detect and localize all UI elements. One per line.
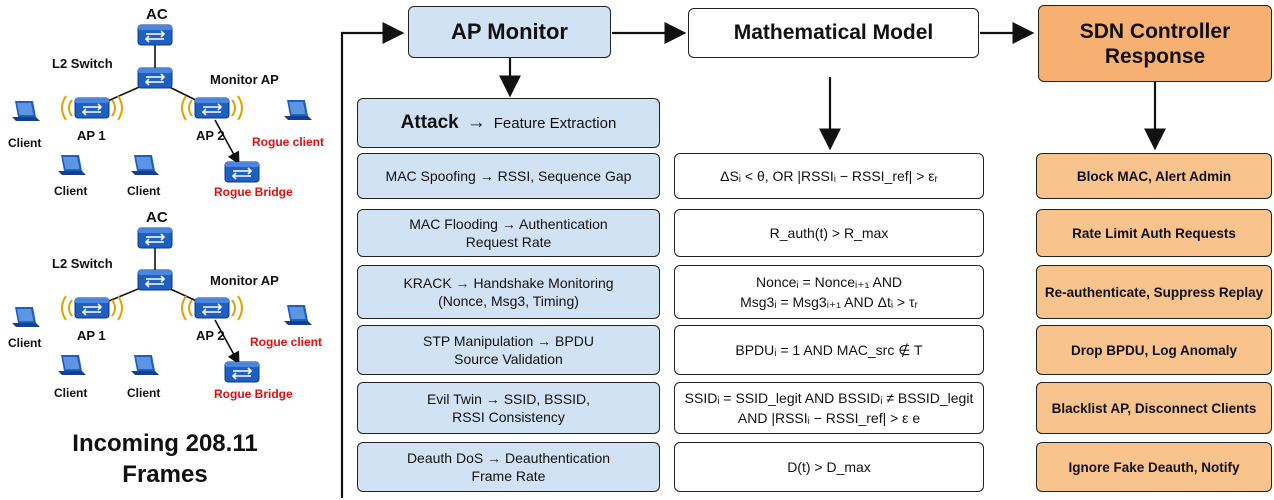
response-text: Blacklist AP, Disconnect Clients	[1051, 400, 1257, 416]
incoming-line2: Frames	[122, 461, 208, 488]
monitor-ap-label: Monitor AP	[210, 273, 279, 288]
ap2-label: AP 2	[196, 128, 225, 143]
model-formula: ΔSᵢ < θ, OR |RSSIᵢ − RSSI_ref| > εᵣ	[720, 168, 938, 184]
feature-text: Request Rate	[465, 234, 552, 250]
model-cell: ΔSᵢ < θ, OR |RSSIᵢ − RSSI_ref| > εᵣ	[674, 153, 984, 199]
feature-text: (Nonce, Msg3, Timing)	[438, 293, 579, 309]
model-cell: Nonceᵢ = Nonceᵢ₊₁ AND Msg3ᵢ = Msg3ᵢ₊₁ AND…	[674, 265, 984, 319]
ac-label: AC	[146, 6, 168, 23]
feedback-arrow	[340, 22, 405, 498]
ap1-label: AP 1	[77, 128, 106, 143]
response-cell: Block MAC, Alert Admin	[1036, 153, 1272, 199]
model-cell: BPDUᵢ = 1 AND MAC_src ∉ T	[674, 325, 984, 375]
math-model-title: Mathematical Model	[733, 21, 934, 44]
feature-cell: MAC Spoofing → RSSI, Sequence Gap	[357, 153, 660, 199]
feature-text: Source Validation	[454, 351, 563, 367]
feature-cell: KRACK → Handshake Monitoring (Nonce, Msg3…	[357, 265, 660, 319]
client-label: Client	[127, 386, 161, 400]
feature-text: KRACK → Handshake Monitoring	[403, 275, 614, 291]
response-cell: Ignore Fake Deauth, Notify	[1036, 442, 1272, 492]
feature-text: STP Manipulation → BPDU	[423, 333, 594, 349]
feature-text: MAC Spoofing → RSSI, Sequence Gap	[385, 168, 632, 184]
monitor-ap-label: Monitor AP	[210, 72, 279, 87]
feature-text: Deauth DoS → Deauthentication	[406, 450, 611, 466]
response-cell: Re-authenticate, Suppress Replay	[1036, 265, 1272, 319]
client-label: Client	[8, 336, 42, 350]
feature-cell: STP Manipulation → BPDU Source Validation	[357, 325, 660, 375]
model-formula: BPDUᵢ = 1 AND MAC_src ∉ T	[735, 342, 923, 358]
client-label: Client	[54, 386, 88, 400]
attack-word: Attack	[400, 112, 459, 133]
model-cell: D(t) > D_max	[674, 442, 984, 492]
attack-feature-header: Attack → Feature Extraction	[357, 98, 660, 148]
feature-text: MAC Flooding → Authentication	[409, 216, 608, 232]
ap2-label: AP 2	[196, 328, 225, 343]
sdn-controller-header: SDN Controller Response	[1038, 5, 1272, 82]
model-formula: Msg3ᵢ = Msg3ᵢ₊₁ AND Δtᵢ > τᵣ	[740, 294, 918, 310]
ap-monitor-header: AP Monitor	[408, 6, 611, 58]
response-text: Ignore Fake Deauth, Notify	[1068, 459, 1240, 475]
feature-text: Frame Rate	[471, 468, 546, 484]
model-formula: AND |RSSIᵢ − RSSI_ref| > ε e	[737, 410, 921, 426]
network-diagram	[12, 24, 312, 383]
model-formula: R_auth(t) > R_max	[769, 225, 889, 241]
client-label: Client	[54, 184, 88, 198]
feature-text: Evil Twin → SSID, BSSID,	[426, 391, 591, 407]
network-bottom	[12, 227, 312, 383]
model-cell: SSIDᵢ = SSID_legit AND BSSIDᵢ ≠ BSSID_le…	[674, 382, 984, 434]
response-cell: Rate Limit Auth Requests	[1036, 209, 1272, 257]
response-text: Drop BPDU, Log Anomaly	[1070, 342, 1237, 358]
ap1-label: AP 1	[77, 328, 106, 343]
rogue-client-label: Rogue client	[252, 135, 325, 149]
response-text: Re-authenticate, Suppress Replay	[1044, 284, 1264, 300]
sdn-title-line1: SDN Controller	[1079, 19, 1231, 43]
math-model-header: Mathematical Model	[688, 8, 979, 58]
response-cell: Drop BPDU, Log Anomaly	[1036, 325, 1272, 375]
incoming-line1: Incoming 208.11	[72, 430, 258, 457]
model-cell: R_auth(t) > R_max	[674, 209, 984, 257]
network-top	[12, 24, 312, 183]
rogue-bridge-label: Rogue Bridge	[214, 185, 293, 199]
ac-label: AC	[146, 209, 168, 226]
rogue-bridge-label: Rogue Bridge	[214, 387, 293, 401]
response-text: Block MAC, Alert Admin	[1076, 168, 1232, 184]
feature-extraction-word: Feature Extraction	[493, 114, 617, 132]
model-formula: Nonceᵢ = Nonceᵢ₊₁ AND	[755, 274, 903, 290]
feature-text: RSSI Consistency	[452, 409, 565, 425]
response-cell: Blacklist AP, Disconnect Clients	[1036, 382, 1272, 434]
attack-arrow: →	[466, 112, 486, 133]
client-label: Client	[8, 136, 42, 150]
l2-switch-label: L2 Switch	[52, 56, 113, 71]
model-formula: SSIDᵢ = SSID_legit AND BSSIDᵢ ≠ BSSID_le…	[684, 390, 974, 406]
response-text: Rate Limit Auth Requests	[1072, 225, 1236, 241]
sdn-title-line2: Response	[1104, 44, 1206, 68]
l2-switch-label: L2 Switch	[52, 256, 113, 271]
client-label: Client	[127, 184, 161, 198]
incoming-frames-caption: Incoming 208.11 Frames	[20, 428, 310, 490]
rogue-client-label: Rogue client	[250, 335, 323, 349]
ap-monitor-title: AP Monitor	[451, 19, 568, 44]
model-formula: D(t) > D_max	[787, 459, 871, 475]
feature-cell: Evil Twin → SSID, BSSID, RSSI Consistency	[357, 382, 660, 434]
